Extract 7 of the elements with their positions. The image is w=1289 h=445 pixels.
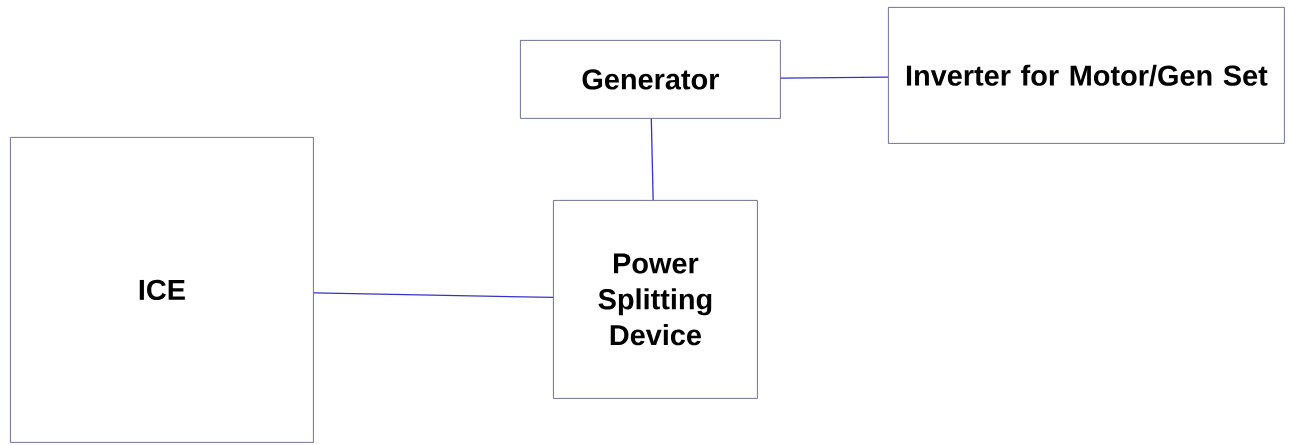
connector-line (313, 292, 554, 299)
block-box: Generator (520, 40, 781, 119)
connector-line (780, 76, 889, 79)
block-box: ICE (10, 137, 314, 443)
block-box: Inverter for Motor/Gen Set (888, 7, 1285, 144)
block-box: Power Splitting Device (553, 200, 758, 399)
connector-line (650, 118, 654, 201)
